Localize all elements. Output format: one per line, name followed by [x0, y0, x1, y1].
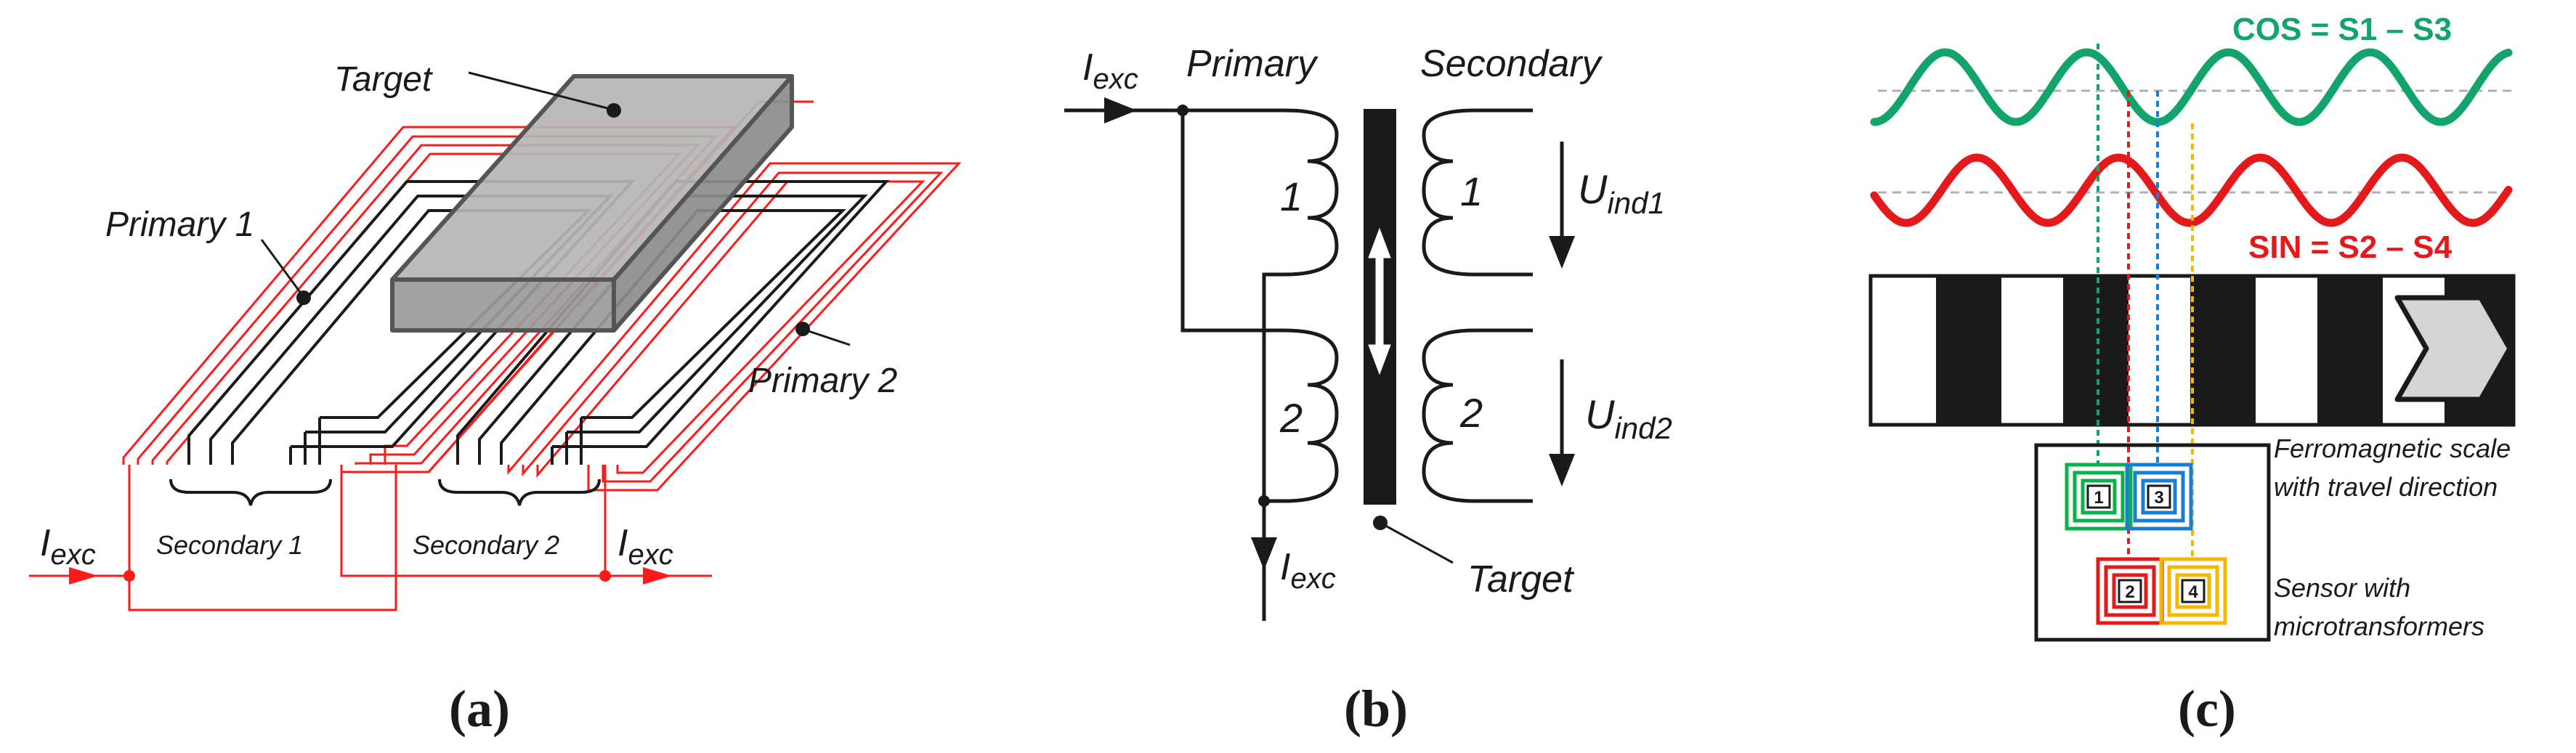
secondary-coil-2-b	[1422, 328, 1533, 503]
secondary1-label: Secondary 1	[156, 530, 303, 560]
secondary-1-brace	[169, 479, 332, 506]
caption-c: (c)	[2178, 680, 2236, 738]
junction-dot-left	[123, 570, 135, 582]
primary-branch-wire	[1180, 110, 1284, 333]
primary1-leader	[260, 239, 303, 295]
panel-a: Target Primary 1 Primary 2 Secondary 1 S…	[29, 60, 962, 738]
scale-label-line2: with travel direction	[2274, 472, 2498, 502]
panel-b: Iexc Primary Secondary 1 2 1 2 Uind1 Uin…	[1064, 43, 1672, 738]
target-leader-b	[1380, 521, 1454, 564]
secondary-coil-2	[456, 180, 890, 465]
panel-c: COS = S1 – S3 SIN = S2 – S4	[1868, 12, 2516, 738]
primary-coil-1	[1262, 108, 1339, 290]
iexc-input-label: Iexc	[1082, 46, 1138, 95]
target-side-face	[612, 74, 794, 333]
output-junction-dot	[1258, 495, 1270, 507]
iexc-output-arrow	[1251, 537, 1277, 570]
iexc-output-label: Iexc	[1280, 546, 1336, 595]
sensor-label-line2: microtransformers	[2274, 611, 2484, 641]
target-label-a: Target	[334, 60, 433, 99]
iexc-arrow-left	[69, 567, 98, 585]
primary2-label: Primary 2	[748, 362, 897, 400]
secondary-coil-1-number: 1	[1460, 168, 1483, 214]
sensor-label-line1: Sensor with	[2274, 573, 2410, 603]
target-front-face	[390, 277, 616, 333]
secondary2-label: Secondary 2	[413, 530, 559, 560]
secondary-label: Secondary	[1420, 43, 1603, 85]
scale-label-line1: Ferromagnetic scale	[2274, 434, 2511, 463]
secondary-coil-2-number: 2	[1459, 390, 1483, 436]
coil-number-4: 4	[2188, 582, 2198, 602]
primary1-label: Primary 1	[105, 205, 254, 244]
excitation-wiring	[29, 465, 712, 611]
primary1-leader-dot	[296, 290, 311, 305]
primary-label: Primary	[1186, 43, 1319, 85]
uind1-arrow-head	[1549, 236, 1575, 269]
secondary-2-brace	[438, 479, 601, 506]
coil-number-2: 2	[2125, 582, 2134, 602]
primary-coil-1-number: 1	[1280, 174, 1303, 219]
sensor-housing	[2034, 443, 2271, 642]
coil-number-3: 3	[2154, 488, 2163, 508]
target-leader-dot	[607, 103, 621, 118]
uind2-arrow-head	[1549, 454, 1575, 487]
coil-number-boxes	[2086, 484, 2206, 603]
sin-label: SIN = S2 – S4	[2248, 229, 2453, 265]
iexc-arrow-right	[643, 567, 672, 585]
target-leader	[468, 71, 611, 110]
iexc-label-left: Iexc	[40, 522, 96, 571]
travel-direction-arrow	[2394, 295, 2513, 402]
target-label-b: Target	[1467, 558, 1575, 601]
cos-label: COS = S1 – S3	[2232, 12, 2452, 47]
uind1-label: Uind1	[1578, 166, 1665, 220]
primary-coil-2-number: 2	[1279, 395, 1303, 441]
uind2-label: Uind2	[1585, 391, 1672, 445]
cos-wave	[1870, 48, 2513, 126]
coil-number-1: 1	[2094, 488, 2103, 508]
target-block	[390, 74, 794, 333]
primary2-leader-dot	[795, 322, 810, 336]
microtransformer-3	[2125, 463, 2193, 531]
secondary-coil-1-b	[1422, 108, 1533, 277]
caption-b: (b)	[1344, 680, 1408, 738]
primary-coil-2	[1264, 328, 1339, 503]
primary2-leader	[806, 329, 851, 346]
iexc-label-right: Iexc	[617, 522, 673, 571]
iexc-input-arrow	[1104, 97, 1137, 123]
junction-dot-right	[599, 570, 611, 582]
caption-a: (a)	[449, 680, 510, 738]
microtransformer-4	[2159, 557, 2227, 625]
double-arrow	[1368, 227, 1391, 375]
sin-wave	[1870, 153, 2513, 227]
microtransformer-1	[2065, 463, 2133, 531]
